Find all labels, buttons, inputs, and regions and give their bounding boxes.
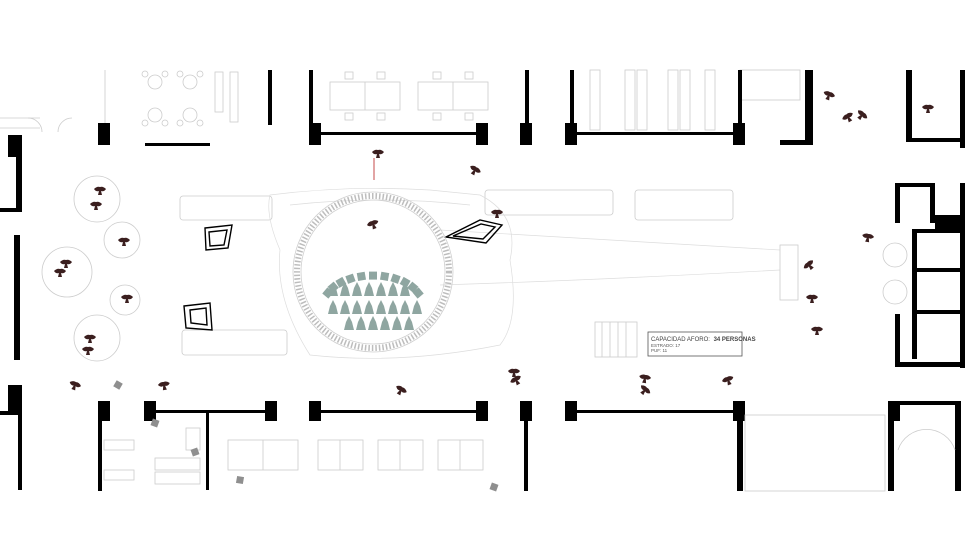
stage-chair: [392, 316, 402, 330]
pouf-seat: [369, 271, 377, 280]
capacity-stage-count: ESTRADO: 17: [651, 343, 681, 348]
stage-chair: [328, 300, 338, 314]
stage-chair: [340, 282, 350, 296]
stage-chair: [340, 300, 350, 314]
person-figure-icon: [823, 91, 835, 101]
person-figure-icon: [84, 334, 96, 343]
auditorium-seats: [322, 271, 424, 330]
person-figure-icon: [862, 233, 875, 243]
stage-chair: [352, 300, 362, 314]
stage-chair: [388, 282, 398, 296]
pouf-marker: [190, 447, 200, 457]
walls: [0, 70, 965, 491]
person-figure-icon: [367, 220, 379, 230]
person-figure-icon: [842, 112, 853, 123]
stage-chair: [400, 282, 410, 296]
capacity-label: CAPACIDAD AFORO: 34 PERSONAS ESTRADO: 17…: [647, 331, 756, 357]
person-figure-icon: [157, 381, 170, 391]
hall-furniture: [41, 158, 908, 362]
pouf-seat: [379, 271, 390, 282]
person-figure-icon: [82, 346, 94, 355]
pouf-marker: [150, 418, 160, 428]
pouf-seat: [345, 273, 356, 284]
capacity-puf-count: PUF: 11: [651, 348, 668, 353]
capacity-title: CAPACIDAD AFORO:: [651, 337, 710, 343]
svg-text:CAPACIDAD AFORO: 34 PERS: CAPACIDAD AFORO: 34 PERSONAS: [651, 337, 756, 343]
person-figure-icon: [806, 294, 818, 303]
person-figure-icon: [396, 385, 407, 396]
pouf-seat: [412, 287, 424, 299]
stage-chair: [344, 316, 354, 330]
bottom-rooms: [103, 414, 956, 492]
stage-chair: [376, 282, 386, 296]
person-figure-icon: [491, 209, 503, 218]
person-figure-icon: [639, 374, 652, 384]
pouf-marker: [113, 380, 123, 390]
meeting-room-a: [329, 71, 489, 121]
stage-chair: [380, 316, 390, 330]
stage-chair: [356, 316, 366, 330]
people-figures: [54, 91, 934, 492]
person-figure-icon: [508, 368, 520, 377]
person-figure-icon: [922, 104, 934, 113]
stage-chair: [376, 300, 386, 314]
person-figure-icon: [857, 110, 868, 121]
pouf-seat: [356, 271, 367, 282]
round-tables-room: [104, 70, 239, 127]
person-figure-icon: [510, 375, 521, 386]
angular-tables: [183, 219, 504, 331]
person-figure-icon: [90, 201, 102, 210]
pouf-marker: [489, 482, 499, 492]
capacity-value: 34 PERSONAS: [714, 337, 756, 343]
person-figure-icon: [722, 376, 734, 386]
stage-chair: [368, 316, 378, 330]
person-figure-icon: [803, 260, 814, 271]
person-figure-icon: [69, 381, 81, 391]
stage-chair: [328, 282, 338, 296]
person-figure-icon: [54, 268, 66, 277]
person-figure-icon: [372, 149, 384, 158]
person-figure-icon: [118, 237, 130, 246]
person-figure-icon: [94, 186, 106, 195]
top-rooms: [0, 69, 801, 133]
person-figure-icon: [121, 294, 133, 303]
pouf-seat: [390, 273, 401, 284]
stage-chair: [388, 300, 398, 314]
person-figure-icon: [811, 326, 823, 335]
stage-chair: [400, 300, 410, 314]
auditorium-ring: [292, 191, 454, 353]
desk-room-a: [589, 69, 801, 131]
person-figure-icon: [470, 165, 481, 176]
person-figure-icon: [640, 385, 651, 396]
stage-chair: [352, 282, 362, 296]
person-figure-icon: [60, 259, 72, 268]
stage-chair: [404, 316, 414, 330]
stair-area: [0, 117, 73, 133]
stage-chair: [412, 300, 422, 314]
pouf-marker: [235, 475, 245, 485]
stage-chair: [364, 282, 374, 296]
stage-chair: [364, 300, 374, 314]
